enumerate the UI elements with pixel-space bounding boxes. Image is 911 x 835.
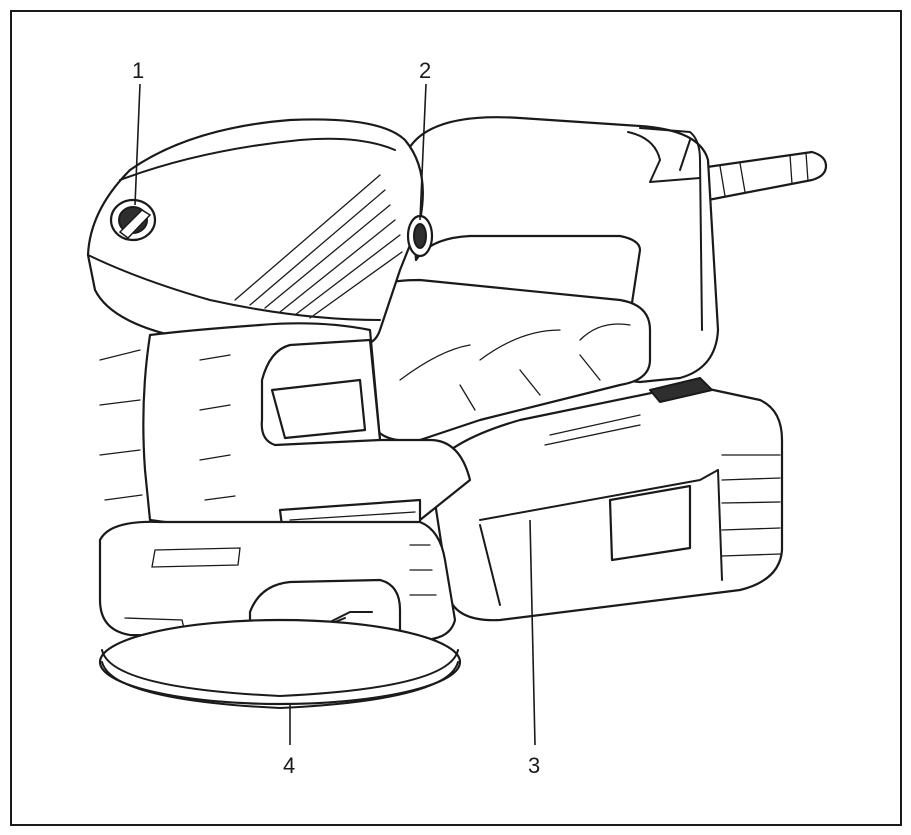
callout-3: 3 — [528, 753, 540, 778]
lock-button — [406, 214, 434, 258]
leader-line-3 — [529, 519, 536, 746]
leader-line-2 — [419, 83, 427, 221]
power-cord — [698, 150, 828, 202]
dust-box — [428, 377, 784, 622]
leader-line-1 — [134, 83, 141, 206]
sanding-pad — [98, 618, 462, 709]
callout-4: 4 — [283, 753, 295, 778]
mid-body — [99, 322, 472, 529]
grip-section — [358, 278, 652, 442]
on-off-switch — [109, 198, 157, 242]
callout-1: 1 — [132, 58, 144, 83]
callout-2: 2 — [419, 58, 431, 83]
